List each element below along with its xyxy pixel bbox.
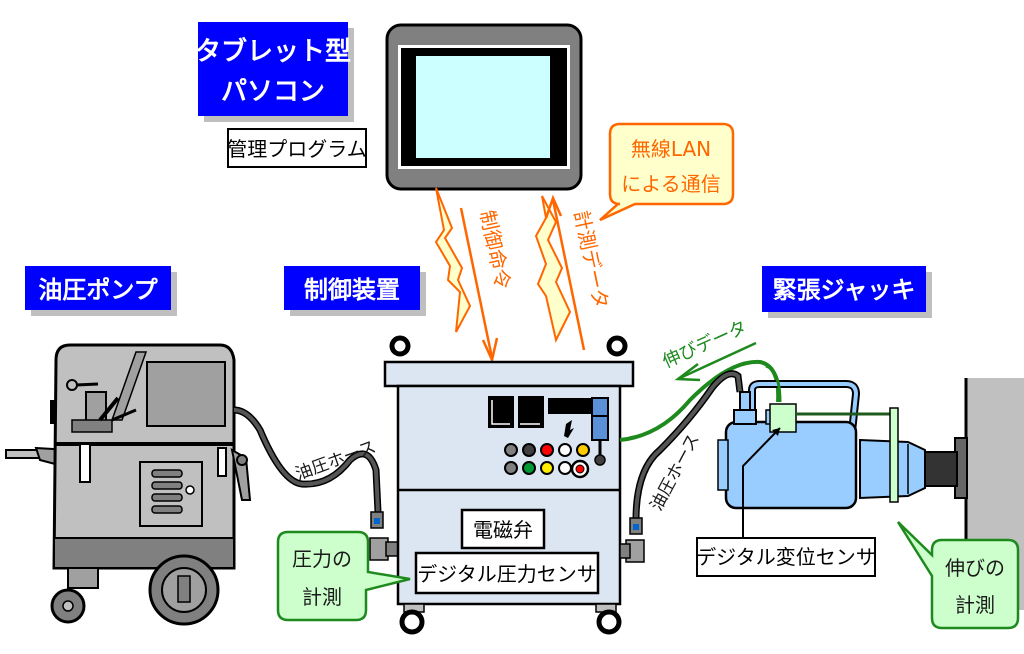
controller-button-red [540, 443, 554, 457]
wireless-callout-line2: による通信 [621, 172, 720, 196]
digital-pressure-sensor-label: デジタル圧力センサ [414, 551, 600, 595]
wireless-callout-line1: 無線LAN [631, 137, 711, 161]
pump-title: 油圧ポンプ [38, 276, 158, 304]
jack-title-box: 緊張ジャッキ [762, 266, 932, 318]
digital-displacement-sensor-text: デジタル変位センサ [696, 545, 876, 569]
hydraulic-hose-left [233, 406, 399, 561]
lightning-bolt-up-icon [534, 195, 572, 343]
tablet-device [385, 23, 583, 191]
controller-button-gray-2 [504, 461, 518, 475]
measurement-data-label: 計測データ [569, 208, 613, 311]
jack-title: 緊張ジャッキ [773, 276, 916, 304]
pressure-callout-line1: 圧力の [292, 547, 352, 571]
elongation-callout-line2: 計測 [955, 593, 995, 617]
management-program-label: 管理プログラム [227, 128, 367, 168]
tablet-screen [416, 56, 550, 158]
control-command-label: 制御命令 [475, 208, 515, 291]
tablet-title-box: タブレット型 パソコン [195, 22, 354, 122]
controller-title: 制御装置 [304, 276, 400, 304]
hydraulic-hose-right-label: 油圧ホース [647, 431, 704, 515]
measurement-data-arrow [544, 194, 586, 351]
pressure-callout-line2: 計測 [302, 585, 342, 609]
elongation-measurement-callout: 伸びの 計測 [896, 521, 1020, 630]
digital-pressure-sensor-text: デジタル圧力センサ [417, 562, 597, 586]
tablet-title-line2: パソコン [221, 77, 325, 107]
pump-title-box: 油圧ポンプ [25, 266, 177, 316]
wireless-callout: 無線LAN による通信 [599, 122, 735, 222]
hydraulic-pump [5, 343, 252, 626]
controller-button-green [522, 461, 536, 475]
controller-button-yellow [576, 443, 590, 457]
controller-button-yellow-2 [540, 461, 554, 475]
hydraulic-hose-right [619, 370, 744, 563]
controller-title-box: 制御装置 [284, 266, 426, 316]
digital-displacement-sensor-label: デジタル変位センサ [696, 537, 876, 577]
controller-button-white [558, 443, 572, 457]
management-program-text: 管理プログラム [227, 137, 366, 161]
controller-button-gray [504, 443, 518, 457]
solenoid-valve-label: 電磁弁 [460, 508, 546, 550]
solenoid-valve-text: 電磁弁 [473, 518, 533, 542]
elongation-data-arrow [674, 341, 757, 382]
controller-button-darkgray [522, 443, 536, 457]
lightning-bolt-down-icon [434, 187, 472, 333]
tablet-title-line1: タブレット型 [195, 36, 351, 67]
elongation-callout-line1: 伸びの [945, 556, 1005, 580]
displacement-sensor [769, 403, 797, 433]
pressure-measurement-callout: 圧力の 計測 [276, 530, 411, 622]
control-command-arrow [459, 207, 499, 364]
controller-button-white-2 [558, 461, 572, 475]
